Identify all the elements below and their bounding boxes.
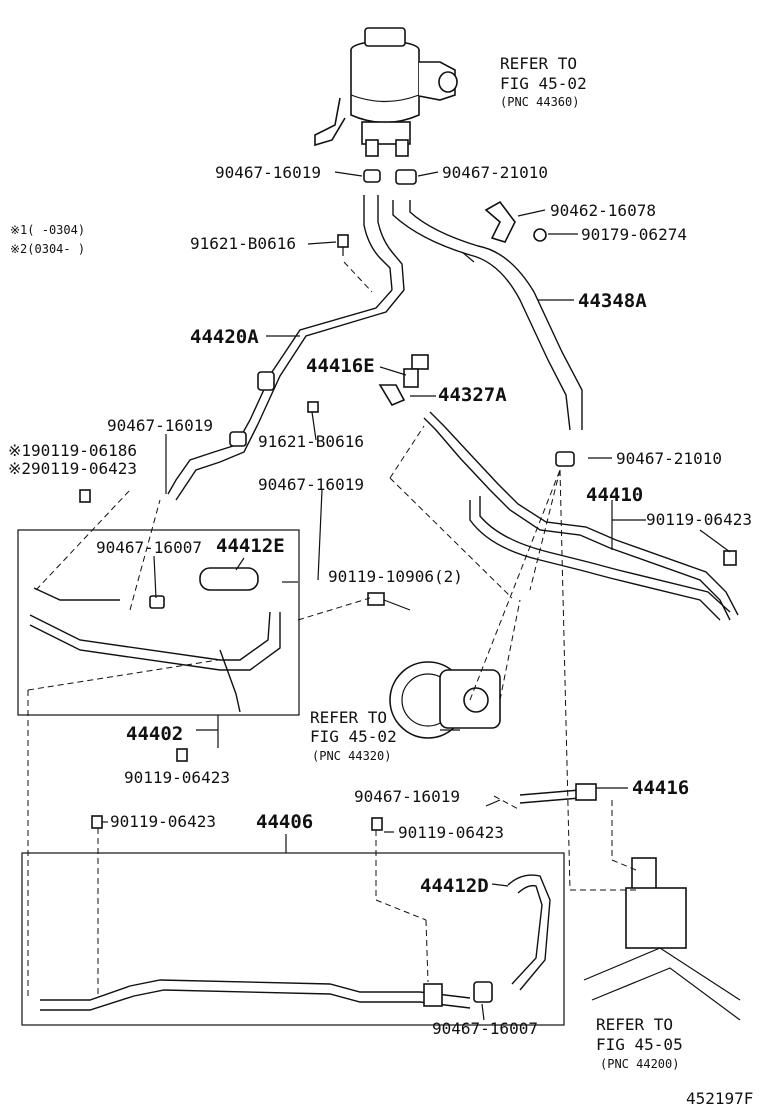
pipe-44416 [519,783,597,804]
label-44412d: 44412D [420,875,489,897]
steering-gear [583,857,741,1021]
label-90119-06423-c: 90119-06423 [110,812,216,831]
label-44410: 44410 [586,484,643,506]
label-90462-16078: 90462-16078 [550,201,656,220]
bolt-91621-b0616-mid [307,401,319,413]
label-44327a: 44327A [438,384,507,406]
label-44402: 44402 [126,723,183,745]
bolt-91621-b0616-top [337,234,349,256]
label-44420a: 44420A [190,326,259,348]
hose-44412e [199,567,259,591]
bolt-44416e [403,354,429,388]
clamp-90467-16019-top [363,169,381,183]
ref-reservoir-line2: FIG 45-02 [500,74,587,93]
leader-lines [102,171,731,1021]
hose-44420a-lower [167,371,275,501]
label-90467-16019-b: 90467-16019 [107,416,213,435]
ref-reservoir-line3: (PNC 44360) [500,95,579,109]
label-91621-b0616-b: 91621-B0616 [258,432,364,451]
label-90467-16019-c: 90467-16019 [258,475,364,494]
label-90467-21010-a: 90467-21010 [442,163,548,182]
pressure-line-44410 [423,411,739,621]
figure-id: 452197F [686,1089,753,1108]
hose-44348a [392,200,583,431]
label-44416: 44416 [632,777,689,799]
label-44416e: 44416E [306,355,375,377]
label-90119-06423-alt: ※290119-06423 [8,459,137,478]
bolt-90119-06423-right [723,550,737,566]
dashed-guides [27,261,637,1000]
label-90467-21010-b: 90467-21010 [616,449,722,468]
label-90119-10906: 90119-10906(2) [328,567,463,586]
clamp-90467-21010-top [395,169,417,185]
label-44348a: 44348A [578,290,647,312]
bolt-90119-06423-mid [176,748,188,762]
bolt-90119-06186 [79,489,91,503]
ref-reservoir-line1: REFER TO [500,54,577,73]
clamp-90462-16078 [484,200,547,243]
label-90467-16019-a: 90467-16019 [215,163,321,182]
label-90179-06274: 90179-06274 [581,225,687,244]
ref-gear-line1: REFER TO [596,1015,673,1034]
bracket-44327a [378,384,406,407]
reservoir-tank [314,27,458,157]
bolt-90119-06423-left [91,815,103,829]
label-90119-06423-b: 90119-06423 [124,768,230,787]
label-90119-06423-a: 90119-06423 [646,510,752,529]
ref-pump-line3: (PNC 44320) [312,749,391,763]
label-44412e: 44412E [216,535,285,557]
ref-pump-line2: FIG 45-02 [310,727,397,746]
bolt-90119-10906 [367,592,411,611]
box-44402 [17,529,300,716]
label-90467-16007-a: 90467-16007 [96,538,202,557]
label-44406: 44406 [256,811,313,833]
label-90119-06186: ※190119-06186 [8,441,137,460]
tube-44406 [40,874,551,1011]
tube-44402 [29,567,281,713]
box-44406 [21,852,565,1026]
power-steering-pump [389,661,501,739]
label-90467-16019-d: 90467-16019 [354,787,460,806]
label-90467-16007-b: 90467-16007 [432,1019,538,1038]
label-90119-06423-d: 90119-06423 [398,823,504,842]
ref-pump-line1: REFER TO [310,708,387,727]
label-91621-b0616-a: 91621-B0616 [190,234,296,253]
ref-gear-line2: FIG 45-05 [596,1035,683,1054]
ref-gear-line3: (PNC 44200) [600,1057,679,1071]
note-2: ※2(0304- ) [10,242,85,256]
bolt-90119-06423-center [371,817,383,831]
note-1: ※1( -0304) [10,223,85,237]
